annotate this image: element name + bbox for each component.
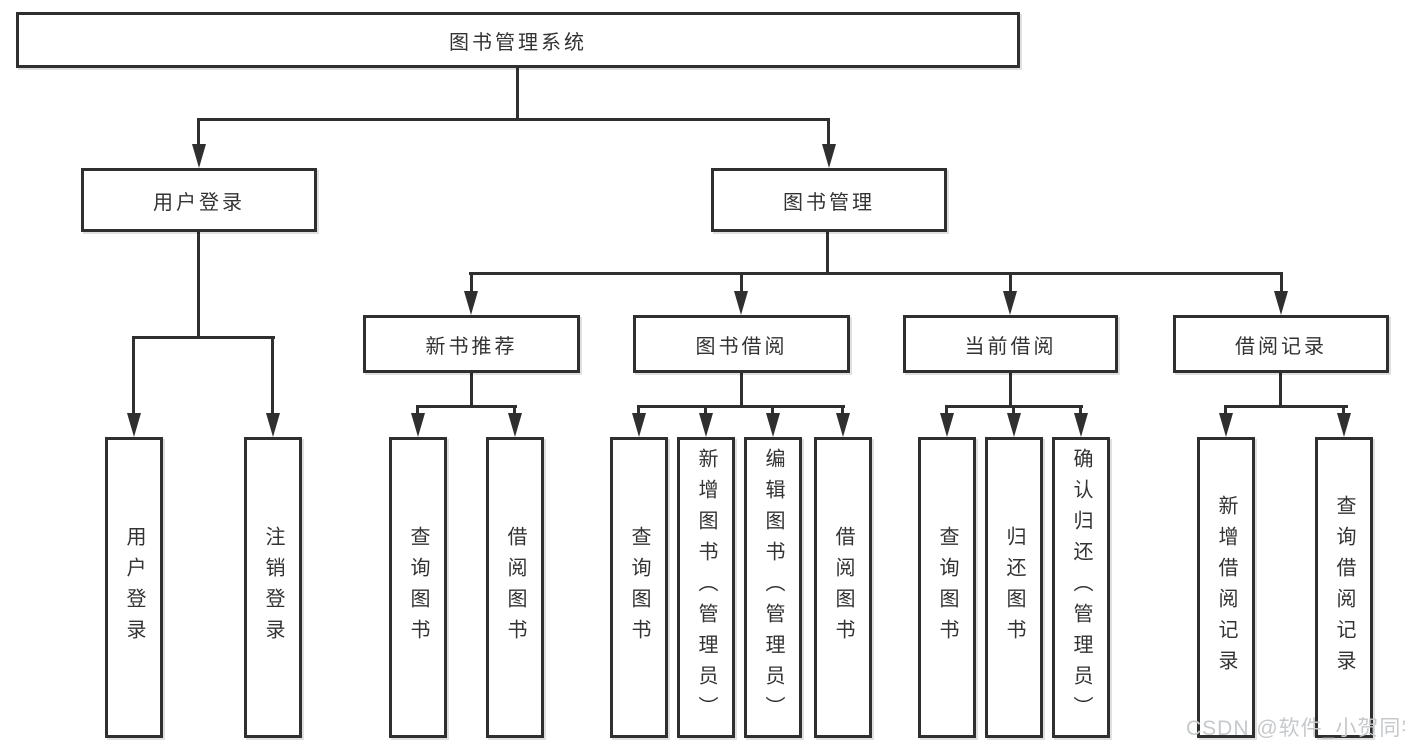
- connector-line: [416, 405, 517, 408]
- leaf-borrow-query-books: 查询图书: [610, 437, 668, 738]
- node-book-borrowing: 图书借阅: [633, 315, 850, 373]
- leaf-newbook-query-books: 查询图书: [389, 437, 447, 738]
- connector-arrowhead: [1337, 413, 1351, 437]
- leaf-borrow-borrow-books: 借阅图书: [814, 437, 872, 738]
- connector-line: [827, 118, 830, 146]
- node-book-management: 图书管理: [711, 168, 947, 232]
- node-library-management-system: 图书管理系统: [16, 12, 1020, 68]
- connector-arrowhead: [699, 413, 713, 437]
- leaf-current-query-books: 查询图书: [918, 437, 976, 738]
- connector-line: [416, 405, 419, 416]
- connector-arrowhead: [1274, 291, 1288, 315]
- connector-line: [469, 272, 1283, 275]
- connector-line: [1280, 272, 1283, 293]
- connector-line: [637, 405, 640, 416]
- leaf-newbook-borrow-books: 借阅图书: [486, 437, 544, 738]
- connector-line: [771, 405, 774, 416]
- connector-line: [1342, 405, 1345, 416]
- leaf-borrow-edit-books-admin: 编辑图书（管理员）: [744, 437, 802, 738]
- connector-arrowhead: [127, 413, 141, 437]
- connector-arrowhead: [411, 413, 425, 437]
- connector-arrowhead: [464, 291, 478, 315]
- connector-line: [826, 232, 829, 272]
- node-user-login: 用户登录: [81, 168, 317, 232]
- connector-arrowhead: [508, 413, 522, 437]
- connector-arrowhead: [192, 144, 206, 168]
- connector-line: [197, 118, 830, 121]
- connector-line: [197, 118, 200, 146]
- connector-arrowhead: [940, 413, 954, 437]
- connector-line: [1009, 272, 1012, 293]
- connector-line: [197, 232, 200, 336]
- leaf-records-query-borrow-record: 查询借阅记录: [1315, 437, 1373, 738]
- connector-arrowhead: [266, 413, 280, 437]
- leaf-records-add-borrow-record: 新增借阅记录: [1197, 437, 1255, 738]
- connector-line: [1224, 405, 1227, 416]
- connector-line: [1079, 405, 1082, 416]
- connector-line: [271, 336, 274, 415]
- connector-arrowhead: [766, 413, 780, 437]
- connector-line: [470, 373, 473, 405]
- connector-arrowhead: [734, 291, 748, 315]
- connector-arrowhead: [1003, 291, 1017, 315]
- connector-line: [516, 68, 519, 118]
- node-borrowing-records: 借阅记录: [1173, 315, 1389, 373]
- connector-line: [1012, 405, 1015, 416]
- connector-line: [1009, 373, 1012, 405]
- connector-line: [740, 373, 743, 405]
- connector-line: [704, 405, 707, 416]
- connector-line: [132, 336, 135, 415]
- connector-arrowhead: [1219, 413, 1233, 437]
- connector-line: [740, 272, 743, 293]
- node-current-borrowing: 当前借阅: [903, 315, 1118, 373]
- leaf-logout: 注销登录: [244, 437, 302, 738]
- csdn-watermark: CSDN @软件_小贺同学: [1186, 717, 1405, 740]
- leaf-borrow-add-books-admin: 新增图书（管理员）: [677, 437, 735, 738]
- connector-line: [470, 272, 473, 293]
- connector-line: [637, 405, 845, 408]
- connector-line: [945, 405, 948, 416]
- leaf-current-confirm-return-admin: 确认归还（管理员）: [1052, 437, 1110, 738]
- leaf-current-return-books: 归还图书: [985, 437, 1043, 738]
- connector-line: [1224, 405, 1348, 408]
- connector-arrowhead: [1074, 413, 1088, 437]
- connector-line: [1279, 373, 1282, 405]
- connector-arrowhead: [836, 413, 850, 437]
- connector-line: [132, 336, 275, 339]
- node-new-book-recommendation: 新书推荐: [363, 315, 580, 373]
- connector-line: [513, 405, 516, 416]
- connector-arrowhead: [822, 144, 836, 168]
- connector-arrowhead: [632, 413, 646, 437]
- leaf-user-login: 用户登录: [105, 437, 163, 738]
- connector-line: [841, 405, 844, 416]
- connector-arrowhead: [1007, 413, 1021, 437]
